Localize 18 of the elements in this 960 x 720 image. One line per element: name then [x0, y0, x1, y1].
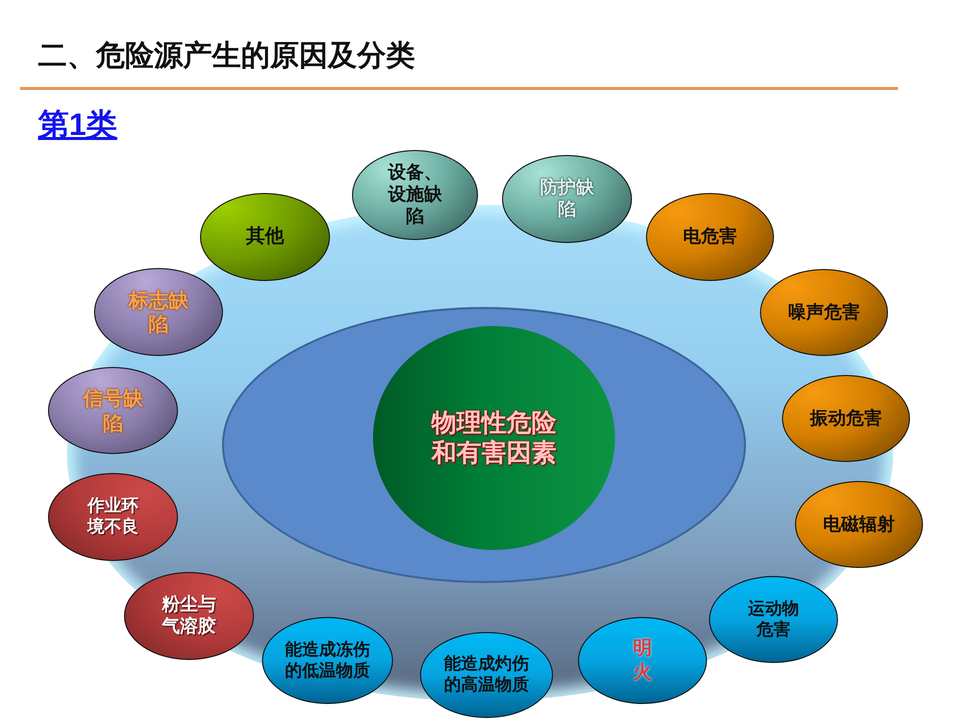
hazard-label: 粉尘与气溶胶 [160, 594, 217, 638]
slide-title: 二、危险源产生的原因及分类 [38, 37, 415, 74]
hazard-label: 设备、设施缺陷 [386, 162, 443, 228]
hazard-label: 能造成冻伤的低温物质 [284, 640, 371, 682]
hazard-label: 信号缺陷 [82, 386, 144, 435]
category-heading: 第1类 [38, 106, 118, 144]
hazard-label: 电磁辐射 [823, 514, 895, 536]
hazard-label: 运动物危害 [746, 598, 800, 640]
center-label: 物理性危险和有害因素 [430, 408, 558, 468]
hazard-label: 作业环境不良 [86, 496, 140, 538]
hazard-label: 能造成灼伤的高温物质 [442, 654, 530, 696]
hazard-label: 明火 [632, 637, 653, 684]
hazard-label: 其他 [246, 225, 284, 249]
hazard-label: 振动危害 [810, 408, 882, 430]
hazard-label: 噪声危害 [788, 302, 860, 324]
hazard-label: 防护缺陷 [539, 177, 595, 221]
hazard-label: 标志缺陷 [127, 288, 190, 336]
hazard-label: 电危害 [683, 226, 737, 248]
